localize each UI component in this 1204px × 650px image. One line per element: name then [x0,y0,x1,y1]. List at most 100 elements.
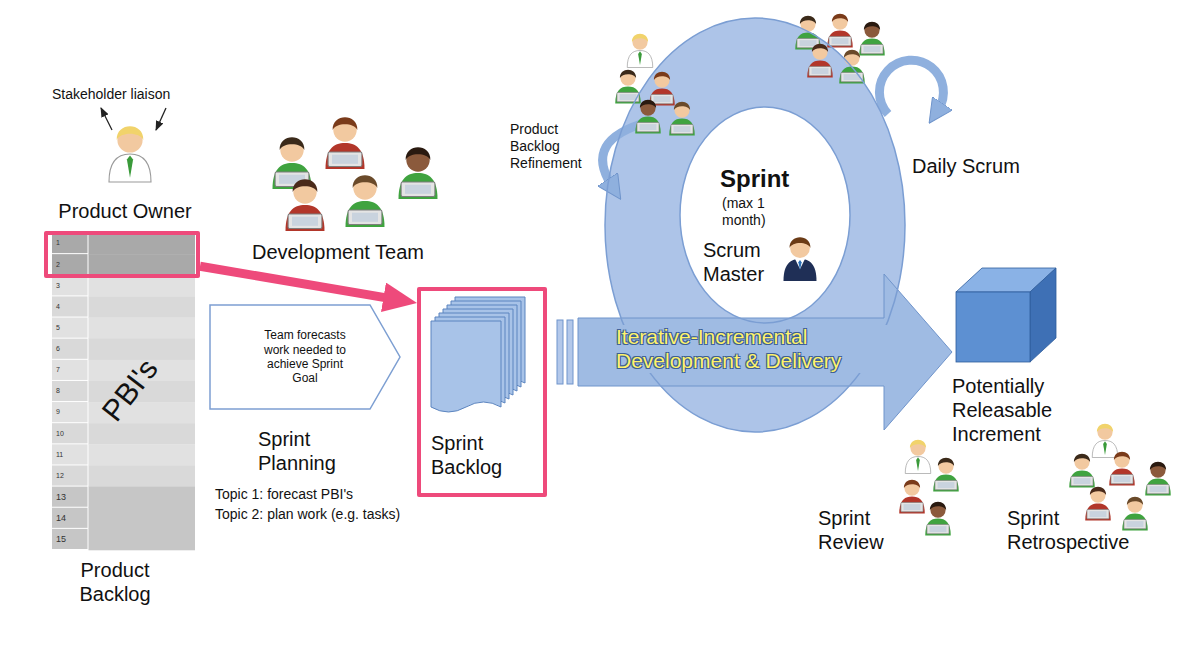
person-part [640,100,656,108]
person-part [935,480,957,489]
table-cell [52,339,88,359]
cube-face [956,292,1030,362]
increment-cube: Potentially Releasable Increment [952,266,1077,366]
table-cell [52,487,88,507]
person-part [1127,497,1142,512]
person-part [620,94,637,100]
person-part [352,213,378,222]
cycle-outline [680,107,850,323]
person-part [938,458,954,466]
person-part [1124,519,1146,528]
event-label: Product Backlog Refinement [510,121,600,171]
person-part [293,180,316,203]
flow-bar [567,320,573,384]
person-part [864,22,879,37]
person-part [406,148,429,171]
table-cell [52,444,88,464]
row-number: 5 [56,324,86,332]
row-number: 13 [56,492,86,503]
person-part [654,96,671,102]
table-cell [52,296,88,316]
document-page [431,321,501,412]
flow-bar [557,320,563,384]
person-part [1150,462,1165,477]
row-number: 4 [56,303,86,311]
backlog-table: PBI'sProduct Backlog12 [52,232,195,550]
person-part [798,260,801,270]
person-part [293,179,318,192]
topic-note: Topic 2: plan work (e.g. tasks) [215,506,475,523]
table-cell [52,360,88,380]
node-text: Team forecasts work needed to achieve Sp… [255,305,355,409]
table-cell [89,275,196,296]
person-part [827,31,853,48]
person-part [1090,511,1107,517]
person-part [1090,487,1106,495]
person-icon [109,126,151,182]
person-part [627,51,653,68]
person-part [1114,452,1130,460]
people-icons [109,14,1171,536]
node-text: (max 1 month) [722,195,784,229]
person-part [674,126,691,132]
person-part [405,185,431,194]
table-cell [89,465,196,486]
table-cell [89,233,196,254]
person-part [925,519,951,536]
row-number: 11 [56,451,86,459]
person-part [353,175,378,188]
person-part [353,176,376,199]
increment-cube-shape [952,266,1077,366]
person-part [1085,504,1111,521]
person-icon [784,237,817,281]
person-part [904,480,919,495]
table-cell [52,254,88,274]
person-part [904,504,921,510]
person-part [861,44,883,53]
person-part [399,173,438,199]
person-part [632,34,647,49]
person-part [899,497,925,514]
person-part [1147,484,1169,493]
person-part [916,457,920,471]
person-icon [326,117,365,169]
person-part [800,16,816,24]
person-icon [627,34,653,68]
person-part [1122,514,1148,531]
person-part [1150,486,1167,492]
person-part [1074,454,1090,462]
sprint-backlog-box: Sprint Backlog [417,287,547,497]
person-part [1090,487,1105,502]
person-part [832,14,848,22]
table-cell [52,275,88,295]
person-part [674,102,690,110]
person-part [109,154,151,182]
row-number: 12 [56,472,86,480]
person-icon [286,179,325,231]
person-part [332,155,358,164]
person-part [1074,454,1089,469]
person-part [905,457,931,474]
person-part [864,22,880,30]
row-number: 1 [56,239,76,247]
table-cell [89,296,196,317]
person-part [615,87,641,104]
person-part [620,70,635,85]
person-part [844,50,859,65]
person-icon [807,44,833,78]
person-part [1097,424,1112,439]
person-part [1114,452,1129,467]
topic-note: Topic 1: forecast PBI's [215,486,475,503]
node-heading: Sprint Backlog [431,431,536,479]
table-cell [89,508,196,529]
table-cell [89,529,196,550]
person-icon [1092,424,1118,458]
person-part [938,482,955,488]
person-part [930,502,945,517]
person-part [346,201,385,227]
pentagon-arrow: Team forecasts work needed to achieve Sp… [210,305,400,409]
person-part [1114,476,1131,482]
person-part [864,46,881,52]
person-icon [827,14,853,48]
